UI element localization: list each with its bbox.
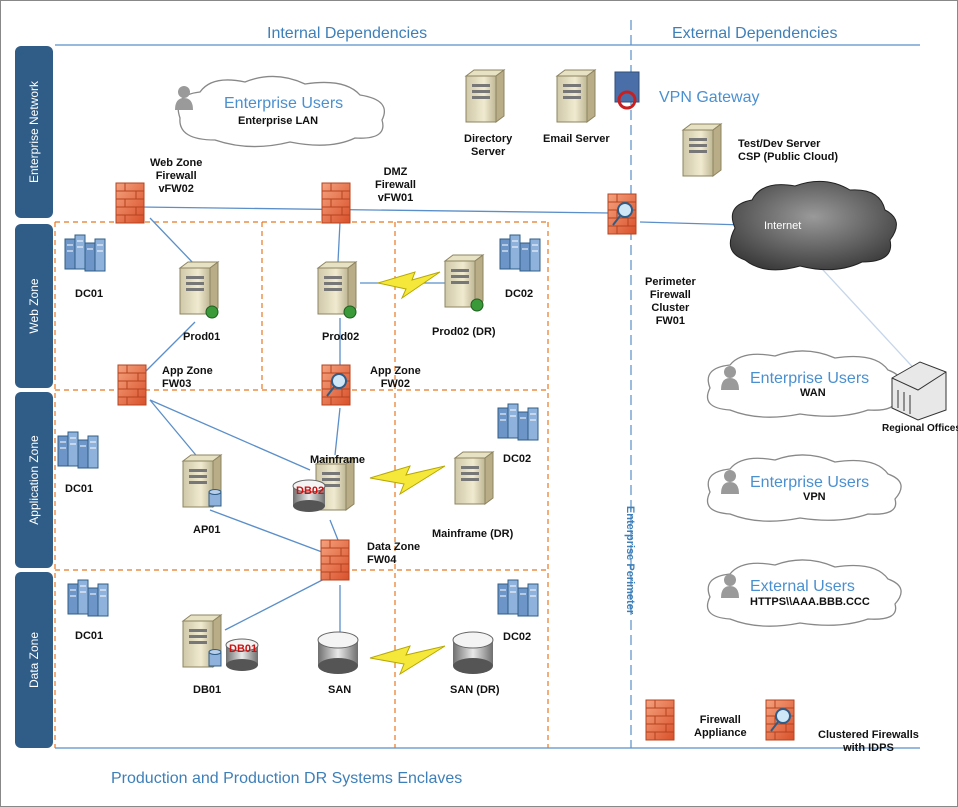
dc01-app-label: DC01: [65, 483, 94, 495]
magnifier-icon: [770, 708, 791, 732]
zone-bar-web: Web Zone: [15, 224, 53, 388]
zone-bar-data: Data Zone: [15, 572, 53, 748]
globe-icon: [205, 305, 219, 319]
db01-disk-icon: [225, 638, 259, 671]
regional-offices-label: Regional Offices: [882, 423, 958, 434]
datacenter-icon: [67, 579, 109, 617]
wan-links: [369, 271, 446, 676]
enterprise-lan-label: Enterprise LAN: [238, 115, 319, 127]
dc01-web-label: DC01: [75, 288, 104, 300]
datacenter-icon: [497, 403, 539, 441]
dmz-firewall-label: DMZ Firewall vFW01: [375, 166, 416, 204]
directory-server-label: Directory Server: [464, 133, 513, 158]
globe-icon: [470, 298, 484, 312]
web-zone-firewall-icon: [115, 182, 145, 224]
vpn-label: VPN: [803, 491, 826, 503]
firewall-appliance-label: Firewall Appliance: [694, 714, 747, 739]
db01-tag: DB01: [229, 643, 258, 655]
datacenter-icon: [57, 431, 99, 469]
internet-label: Internet: [764, 220, 802, 232]
mainframe-dr-icon: [454, 451, 494, 505]
directory-server-icon: [465, 69, 505, 123]
dc02-app-label: DC02: [503, 453, 532, 465]
datacenter-icon: [64, 234, 106, 272]
zone-bar-application: Application Zone: [15, 392, 53, 568]
datacenter-icon: [499, 234, 541, 272]
prod02-dr-label: Prod02 (DR): [432, 326, 496, 338]
app-zone-fw03-label: App Zone FW03: [162, 365, 213, 390]
datacenter-icon: [497, 579, 539, 617]
internet-cloud: [729, 180, 897, 271]
mainframe-dr-label: Mainframe (DR): [432, 528, 514, 540]
magnifier-icon: [326, 373, 347, 397]
clustered-firewalls-label: Clustered Firewalls with IDPS: [818, 729, 919, 754]
internal-dependencies-header: Internal Dependencies: [267, 25, 428, 42]
testdev-server-icon: [682, 123, 722, 177]
app-zone-fw03-icon: [117, 364, 147, 406]
enterprise-users-lan-title: Enterprise Users: [224, 95, 344, 112]
wan-label: WAN: [800, 387, 826, 399]
link-san-dr: [369, 645, 446, 676]
san-label: SAN: [328, 684, 352, 696]
ap01-label: AP01: [193, 524, 221, 536]
zone-bar-enterprise: Enterprise Network: [15, 46, 53, 218]
cloud-enterprise-lan: [177, 75, 386, 148]
web-zone-firewall-label: Web Zone Firewall vFW02: [150, 157, 203, 195]
perimeter-firewall-label: Perimeter Firewall Cluster FW01: [645, 276, 696, 327]
enterprise-perimeter-label: Enterprise Perimeter: [624, 505, 636, 615]
san-disk-icon: [317, 631, 359, 674]
db01-label: DB01: [193, 684, 222, 696]
email-server-icon: [556, 69, 596, 123]
external-users-url: HTTPS\\AAA.BBB.CCC: [750, 596, 870, 608]
external-users-title: External Users: [750, 578, 855, 595]
magnifier-icon: [612, 202, 633, 226]
globe-icon: [343, 305, 357, 319]
link-prod02-dr: [377, 271, 441, 300]
db-cylinder-icon: [208, 489, 222, 507]
cloud-external-users: [706, 559, 902, 627]
enterprise-users-wan-title: Enterprise Users: [750, 370, 870, 387]
enterprise-users-vpn-title: Enterprise Users: [750, 474, 870, 491]
prod02-label: Prod02: [322, 331, 360, 343]
regional-offices-icon: [891, 361, 947, 421]
testdev-server-label: Test/Dev Server CSP (Public Cloud): [738, 138, 839, 163]
san-dr-label: SAN (DR): [450, 684, 500, 696]
db-cylinder-icon: [208, 649, 222, 667]
external-dependencies-header: External Dependencies: [672, 25, 838, 42]
dc02-web-label: DC02: [505, 288, 534, 300]
connections: [139, 206, 921, 635]
vpn-gateway-label: VPN Gateway: [659, 89, 760, 106]
data-zone-fw04-label: Data Zone FW04: [367, 541, 421, 566]
san-dr-disk-icon: [452, 631, 494, 674]
db02-tag: DB02: [296, 485, 325, 497]
email-server-label: Email Server: [543, 133, 610, 145]
dc02-data-label: DC02: [503, 631, 532, 643]
app-zone-fw02-label: App Zone FW02: [370, 365, 421, 390]
firewall-appliance-icon: [645, 699, 675, 741]
cloud-vpn: [706, 454, 902, 522]
link-mainframe-dr: [369, 465, 446, 496]
data-zone-fw04-icon: [320, 539, 350, 581]
footer-caption: Production and Production DR Systems Enc…: [111, 770, 463, 787]
db02-disk-icon: [292, 479, 326, 512]
dc01-data-label: DC01: [75, 630, 104, 642]
mainframe-label: Mainframe: [310, 454, 366, 466]
prod01-label: Prod01: [183, 331, 221, 343]
vpn-gateway-icon: [614, 71, 640, 110]
dmz-firewall-icon: [321, 182, 351, 224]
